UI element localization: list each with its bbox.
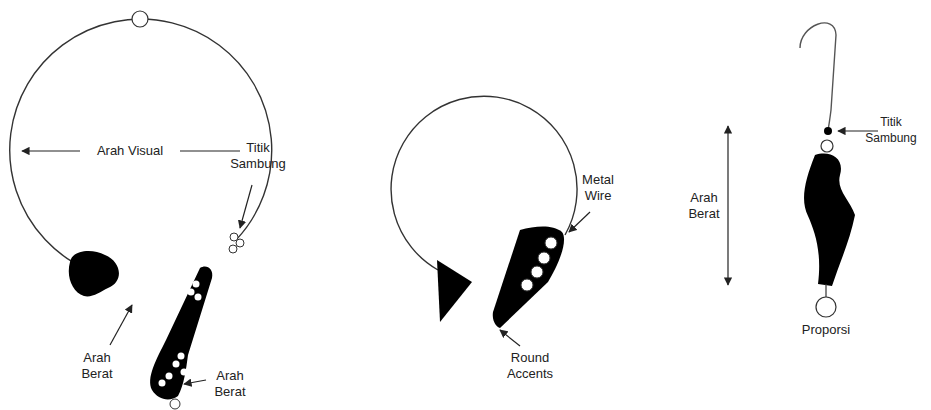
connection-point: [230, 233, 238, 241]
black-pendant: [493, 227, 564, 329]
connection-point: [229, 245, 237, 253]
metal-wire: [391, 96, 577, 270]
round-accent: [170, 399, 180, 409]
leader-arrow: [500, 330, 520, 346]
round-accent: [816, 297, 836, 317]
round-accent: [531, 266, 543, 278]
round-accent: [193, 281, 200, 288]
round-accent: [132, 11, 148, 27]
annotation-label: Titik Sambung: [226, 140, 290, 172]
direction-arrow: [110, 305, 132, 345]
weight-arrow: [727, 126, 728, 285]
round-accent: [545, 237, 557, 249]
annotation-label: Arah Berat: [682, 190, 726, 222]
connection-point: [236, 239, 244, 247]
annotation-label: Arah Berat: [207, 368, 253, 400]
leader-arrow: [240, 185, 252, 228]
round-accent: [166, 373, 173, 380]
metal-wire: [10, 19, 272, 270]
jump-ring: [821, 140, 833, 152]
direction-arrow: [22, 150, 80, 151]
black-triangle: [437, 260, 472, 322]
direction-arrow: [184, 380, 206, 384]
link-wire: [825, 284, 826, 297]
annotation-label: Arah Visual: [82, 143, 178, 159]
ear-hook: [800, 23, 836, 130]
round-accent: [538, 252, 550, 264]
round-accent: [173, 361, 180, 368]
round-accent: [181, 369, 188, 376]
black-pendant: [150, 266, 212, 399]
leader-arrow: [569, 212, 590, 232]
annotation-label: Proporsi: [791, 322, 861, 338]
annotation-label: Arah Berat: [74, 350, 120, 382]
connection-point: [824, 127, 832, 135]
black-bead: [69, 251, 119, 296]
round-accent: [188, 289, 195, 296]
annotation-label: Round Accents: [498, 350, 562, 382]
black-pendant: [804, 154, 855, 286]
annotation-label: Metal Wire: [573, 172, 623, 204]
leader-line: [180, 150, 240, 151]
annotation-label: Titik Sambung: [862, 114, 920, 146]
round-accent: [521, 279, 533, 291]
round-accent: [178, 353, 185, 360]
round-accent: [159, 380, 166, 387]
round-accent: [195, 294, 202, 301]
